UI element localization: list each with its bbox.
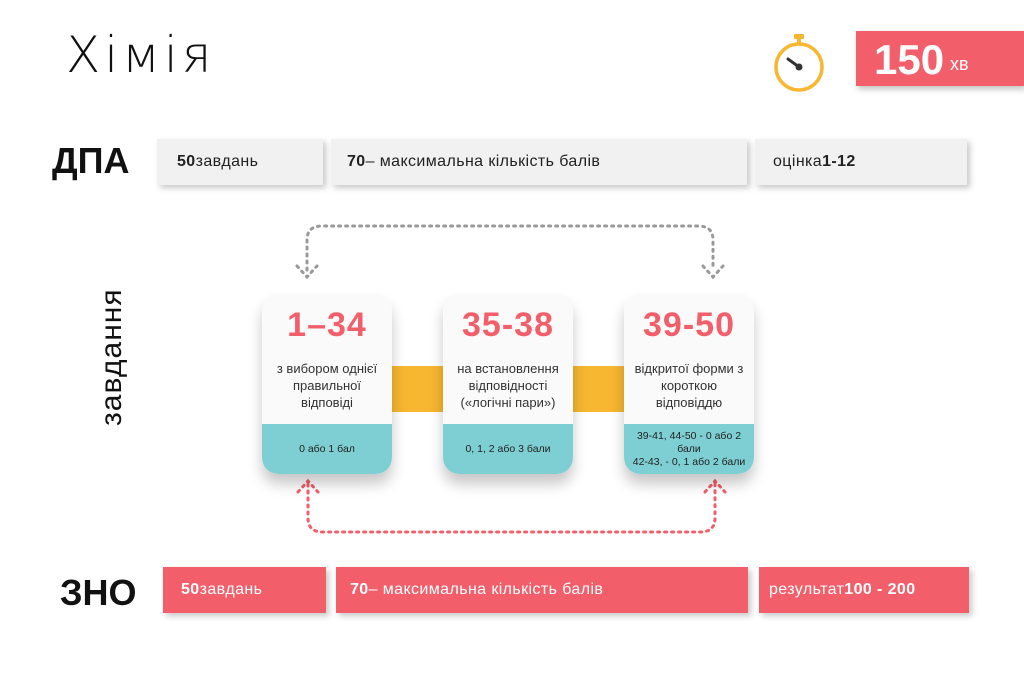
- zno-tasks-count: 50: [181, 581, 200, 598]
- dpa-tasks-box: 50 завдань: [157, 139, 323, 185]
- zno-max-score-box: 70 – максимальна кількість балів: [336, 567, 748, 613]
- zno-tasks-box: 50 завдань: [163, 567, 326, 613]
- task-score: 0 або 1 бал: [262, 424, 392, 474]
- dpa-grade-text: оцінка: [773, 153, 823, 170]
- task-score: 39-41, 44-50 - 0 або 2 бали 42-43, - 0, …: [624, 424, 754, 474]
- task-card-3: 39-50 відкритої форми з короткою відпові…: [624, 294, 754, 474]
- zno-result-box: результат 100 - 200: [759, 567, 969, 613]
- task-range: 39-50: [643, 306, 735, 344]
- dpa-arrow: [295, 224, 725, 280]
- task-score-line: 0, 1, 2 або 3 бали: [465, 442, 551, 455]
- task-range: 35-38: [462, 306, 554, 344]
- zno-tasks-text: завдань: [199, 581, 263, 598]
- task-description: на встановлення відповідності («логічні …: [457, 361, 559, 410]
- zno-arrow: [296, 478, 727, 534]
- zno-result-range: 100 - 200: [844, 581, 916, 598]
- zno-max-score-text: – максимальна кількість балів: [368, 581, 604, 598]
- dpa-label: ДПА: [52, 140, 130, 181]
- task-card-2: 35-38 на встановлення відповідності («ло…: [443, 294, 573, 474]
- task-description: з вибором однієї правильної відповіді: [276, 361, 378, 410]
- task-score-line: 42-43, - 0, 1 або 2 бали: [632, 455, 746, 468]
- task-score: 0, 1, 2 або 3 бали: [443, 424, 573, 474]
- dpa-max-score-text: – максимальна кількість балів: [365, 153, 601, 170]
- zno-label: ЗНО: [60, 572, 137, 613]
- dpa-tasks-count: 50: [177, 153, 196, 170]
- stopwatch-icon: [774, 34, 824, 92]
- dpa-max-score-box: 70 – максимальна кількість балів: [331, 139, 747, 185]
- zno-result-text: результат: [769, 581, 845, 598]
- task-description: відкритої форми з короткою відповіддю: [634, 361, 744, 410]
- task-score-line: 39-41, 44-50 - 0 або 2 бали: [636, 429, 742, 455]
- zno-max-score-value: 70: [350, 581, 369, 598]
- dpa-grade-range: 1-12: [822, 153, 856, 170]
- duration-badge: 150 хв: [856, 31, 1024, 86]
- page-title: Хімія: [66, 26, 216, 84]
- dpa-max-score-value: 70: [347, 153, 366, 170]
- dpa-tasks-text: завдань: [195, 153, 259, 170]
- task-score-line: 0 або 1 бал: [299, 442, 355, 455]
- dpa-grade-box: оцінка 1-12: [755, 139, 967, 185]
- task-range: 1–34: [287, 306, 367, 344]
- task-card-1: 1–34 з вибором однієї правильної відпові…: [262, 294, 392, 474]
- duration-unit: хв: [950, 54, 969, 74]
- duration-value: 150: [874, 36, 945, 83]
